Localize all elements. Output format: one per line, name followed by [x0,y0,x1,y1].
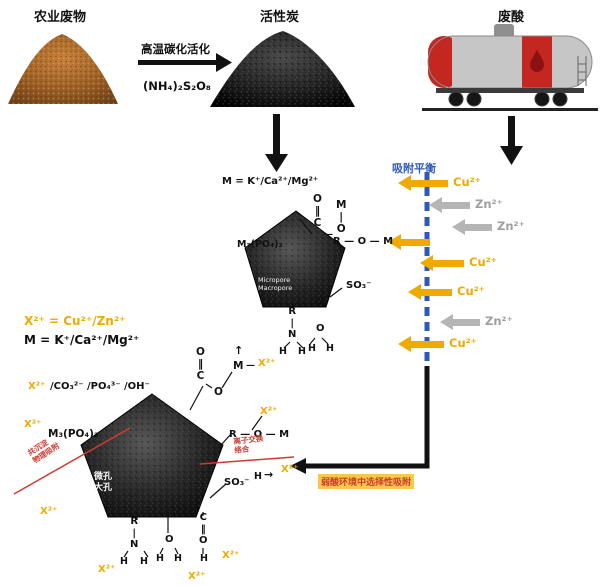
selective-adsorption-arrow [290,366,430,474]
tanker-droplet-icon [530,50,544,72]
ion-exchange-line [199,456,295,465]
tanker-ladder [577,56,587,86]
tanker-rail [422,108,598,111]
acid-down-arrow [500,116,523,165]
activated-carbon-pile-texture [210,31,355,107]
acid-tank-car [422,24,598,111]
coprecipitation-line [13,427,131,495]
tanker-chassis [436,88,584,93]
tanker-wheel [448,91,464,107]
carbonization-arrow [138,53,232,72]
tanker-wheel [534,91,550,107]
tanker-body-mid [452,36,522,88]
carbon-particle-bottom [80,393,224,518]
bond-lines-middle [283,218,345,349]
carbon-down-arrow [265,114,288,172]
agri-waste-pile-texture [8,34,118,104]
tanker-wheel [552,91,568,107]
bond-lines-bottom [123,371,263,558]
carbon-particle-middle [244,210,346,308]
tanker-wheel [466,91,482,107]
